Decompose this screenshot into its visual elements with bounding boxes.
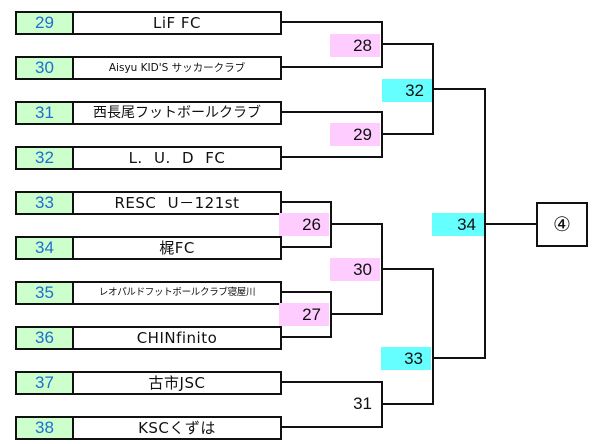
team-name: CHINfinito <box>136 329 218 347</box>
team-name: L. U. D FC <box>128 149 226 167</box>
team-name: 古市JSC <box>148 374 206 392</box>
team-29: 29 LiF FC <box>15 11 282 35</box>
team-30: 30 Aisyu KID'S サッカークラブ <box>15 56 282 80</box>
team-33: 33 RESC U－121st <box>15 191 282 215</box>
match-32-label: 32 <box>382 79 432 102</box>
team-35: 35 レオパルドフットボールクラブ寝屋川 <box>15 281 282 305</box>
team-seed: 37 <box>17 373 74 393</box>
team-seed: 31 <box>17 103 74 123</box>
team-31: 31 西長尾フットボールクラブ <box>15 101 282 125</box>
team-seed: 33 <box>17 193 74 213</box>
team-seed: 38 <box>17 418 74 438</box>
match-33-label: 33 <box>381 347 431 370</box>
bracket-line <box>280 246 332 248</box>
bracket-line <box>432 88 486 90</box>
bracket-line <box>432 357 486 359</box>
bracket-line <box>381 43 434 45</box>
bracket-line <box>330 313 383 315</box>
team-38: 38 KSCくずは <box>15 416 282 440</box>
bracket-line <box>280 111 383 113</box>
team-32: 32 L. U. D FC <box>15 146 282 170</box>
match-28-label: 28 <box>330 34 380 57</box>
team-name: 梶FC <box>159 239 195 257</box>
team-seed: 36 <box>17 328 74 348</box>
match-26-label: 26 <box>279 213 329 236</box>
team-seed: 29 <box>17 13 74 33</box>
bracket-line <box>280 21 383 23</box>
bracket-line <box>330 223 383 225</box>
team-name: レオパルドフットボールクラブ寝屋川 <box>98 287 256 298</box>
bracket-line <box>280 336 332 338</box>
team-name: LiF FC <box>152 14 202 32</box>
bracket-line <box>280 426 383 428</box>
team-seed: 34 <box>17 238 74 258</box>
bracket-line <box>280 66 383 68</box>
team-37: 37 古市JSC <box>15 371 282 395</box>
team-name: RESC U－121st <box>114 194 240 212</box>
match-31-label: 31 <box>330 392 380 415</box>
match-27-label: 27 <box>279 303 329 326</box>
team-name: Aisyu KID'S サッカークラブ <box>108 62 246 74</box>
bracket-line <box>280 156 383 158</box>
bracket-line <box>381 403 434 405</box>
bracket-line <box>280 291 332 293</box>
match-30-label: 30 <box>330 258 380 281</box>
bracket-line <box>280 381 383 383</box>
team-seed: 32 <box>17 148 74 168</box>
bracket-line <box>381 268 434 270</box>
final-slot-box: ④ <box>536 202 588 247</box>
bracket-line <box>280 201 332 203</box>
team-34: 34 梶FC <box>15 236 282 260</box>
team-name: KSCくずは <box>138 419 216 437</box>
bracket-line <box>381 133 434 135</box>
match-29-label: 29 <box>330 123 380 146</box>
bracket-line <box>484 223 537 225</box>
team-seed: 35 <box>17 283 74 303</box>
match-34-label: 34 <box>432 213 484 236</box>
bracket-line <box>432 268 434 405</box>
team-name: 西長尾フットボールクラブ <box>93 105 261 121</box>
team-seed: 30 <box>17 58 74 78</box>
team-36: 36 CHINfinito <box>15 326 282 350</box>
